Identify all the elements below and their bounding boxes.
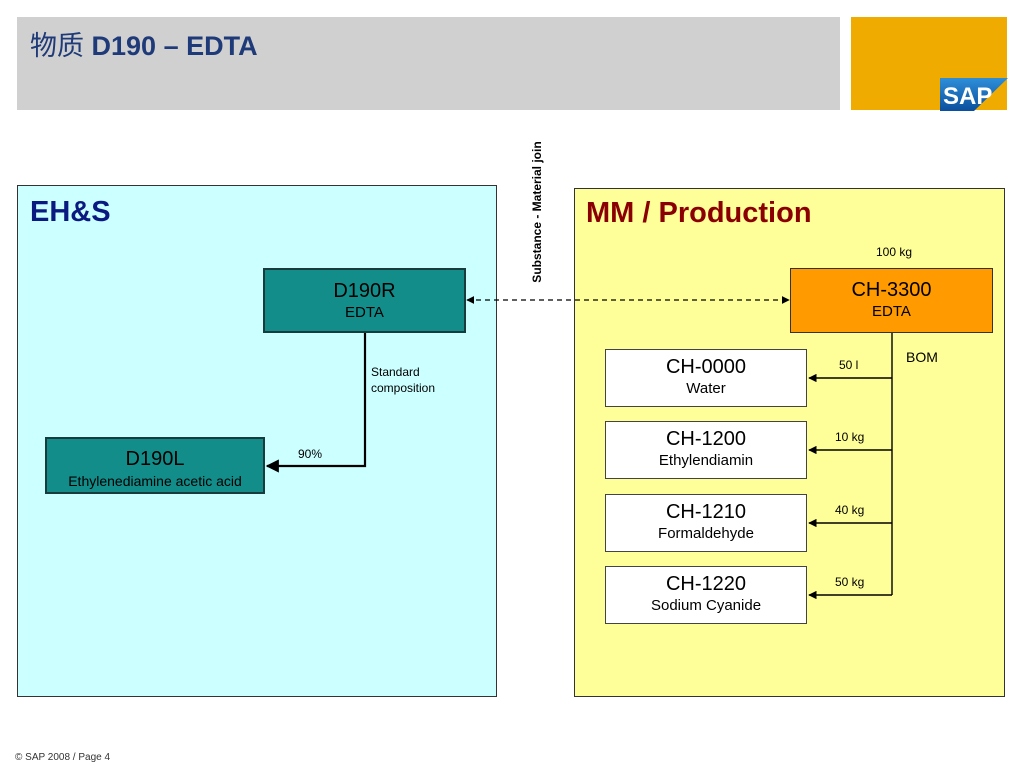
material-ch3300[interactable]: CH-3300 EDTA	[790, 268, 993, 333]
sap-logo-text: SAP	[943, 83, 992, 110]
material-ch3300-name: EDTA	[872, 303, 911, 320]
substance-d190l-code: D190L	[125, 448, 185, 470]
qty-ch1220: 50 kg	[835, 575, 865, 589]
material-ch1200-code: CH-1200	[665, 428, 747, 450]
mm-title: MM / Production	[586, 197, 812, 229]
substance-d190r-code: D190R	[333, 280, 396, 302]
footer-copyright: © SAP 2008 / Page 4	[15, 752, 111, 763]
material-ch1210-code: CH-1210	[665, 501, 747, 523]
substance-d190r-name: EDTA	[345, 304, 384, 321]
material-ch1220-code: CH-1220	[665, 573, 747, 595]
page-title-main: D190 – EDTA	[91, 31, 258, 61]
substance-d190l-name: Ethylenediamine acetic acid	[68, 473, 242, 489]
page-title: 物质 D190 – EDTA	[30, 24, 258, 63]
page-title-cn: 物质	[30, 31, 84, 62]
composition-percent: 90%	[298, 447, 323, 461]
quantity-top: 100 kg	[876, 245, 913, 259]
substance-d190l[interactable]: D190L Ethylenediamine acetic acid	[45, 437, 265, 494]
substance-material-join-label: Substance - Material join	[530, 141, 544, 283]
material-ch1220-name: Sodium Cyanide	[650, 597, 762, 614]
bom-label: BOM	[906, 349, 938, 365]
material-ch1210[interactable]: CH-1210 Formaldehyde	[605, 494, 807, 552]
standard-composition-line-2: composition	[371, 381, 436, 395]
material-ch1200[interactable]: CH-1200 Ethylendiamin	[605, 421, 807, 479]
material-ch0000[interactable]: CH-0000 Water	[605, 349, 807, 407]
standard-composition-line-1: Standard	[371, 365, 420, 379]
material-ch3300-code: CH-3300	[851, 279, 932, 301]
qty-ch0000: 50 l	[839, 358, 859, 372]
substance-d190r[interactable]: D190R EDTA	[263, 268, 466, 333]
material-ch1210-name: Formaldehyde	[658, 525, 754, 542]
material-ch1220[interactable]: CH-1220 Sodium Cyanide	[605, 566, 807, 624]
material-ch0000-name: Water	[686, 380, 726, 397]
sap-logo: SAP	[940, 78, 1008, 111]
material-ch1200-name: Ethylendiamin	[658, 452, 754, 469]
material-ch0000-code: CH-0000	[665, 356, 747, 378]
standard-composition-label: Standard composition	[371, 364, 435, 396]
title-bar	[17, 17, 840, 110]
ehs-title: EH&S	[30, 196, 111, 228]
qty-ch1200: 10 kg	[835, 430, 865, 444]
qty-ch1210: 40 kg	[835, 503, 865, 517]
